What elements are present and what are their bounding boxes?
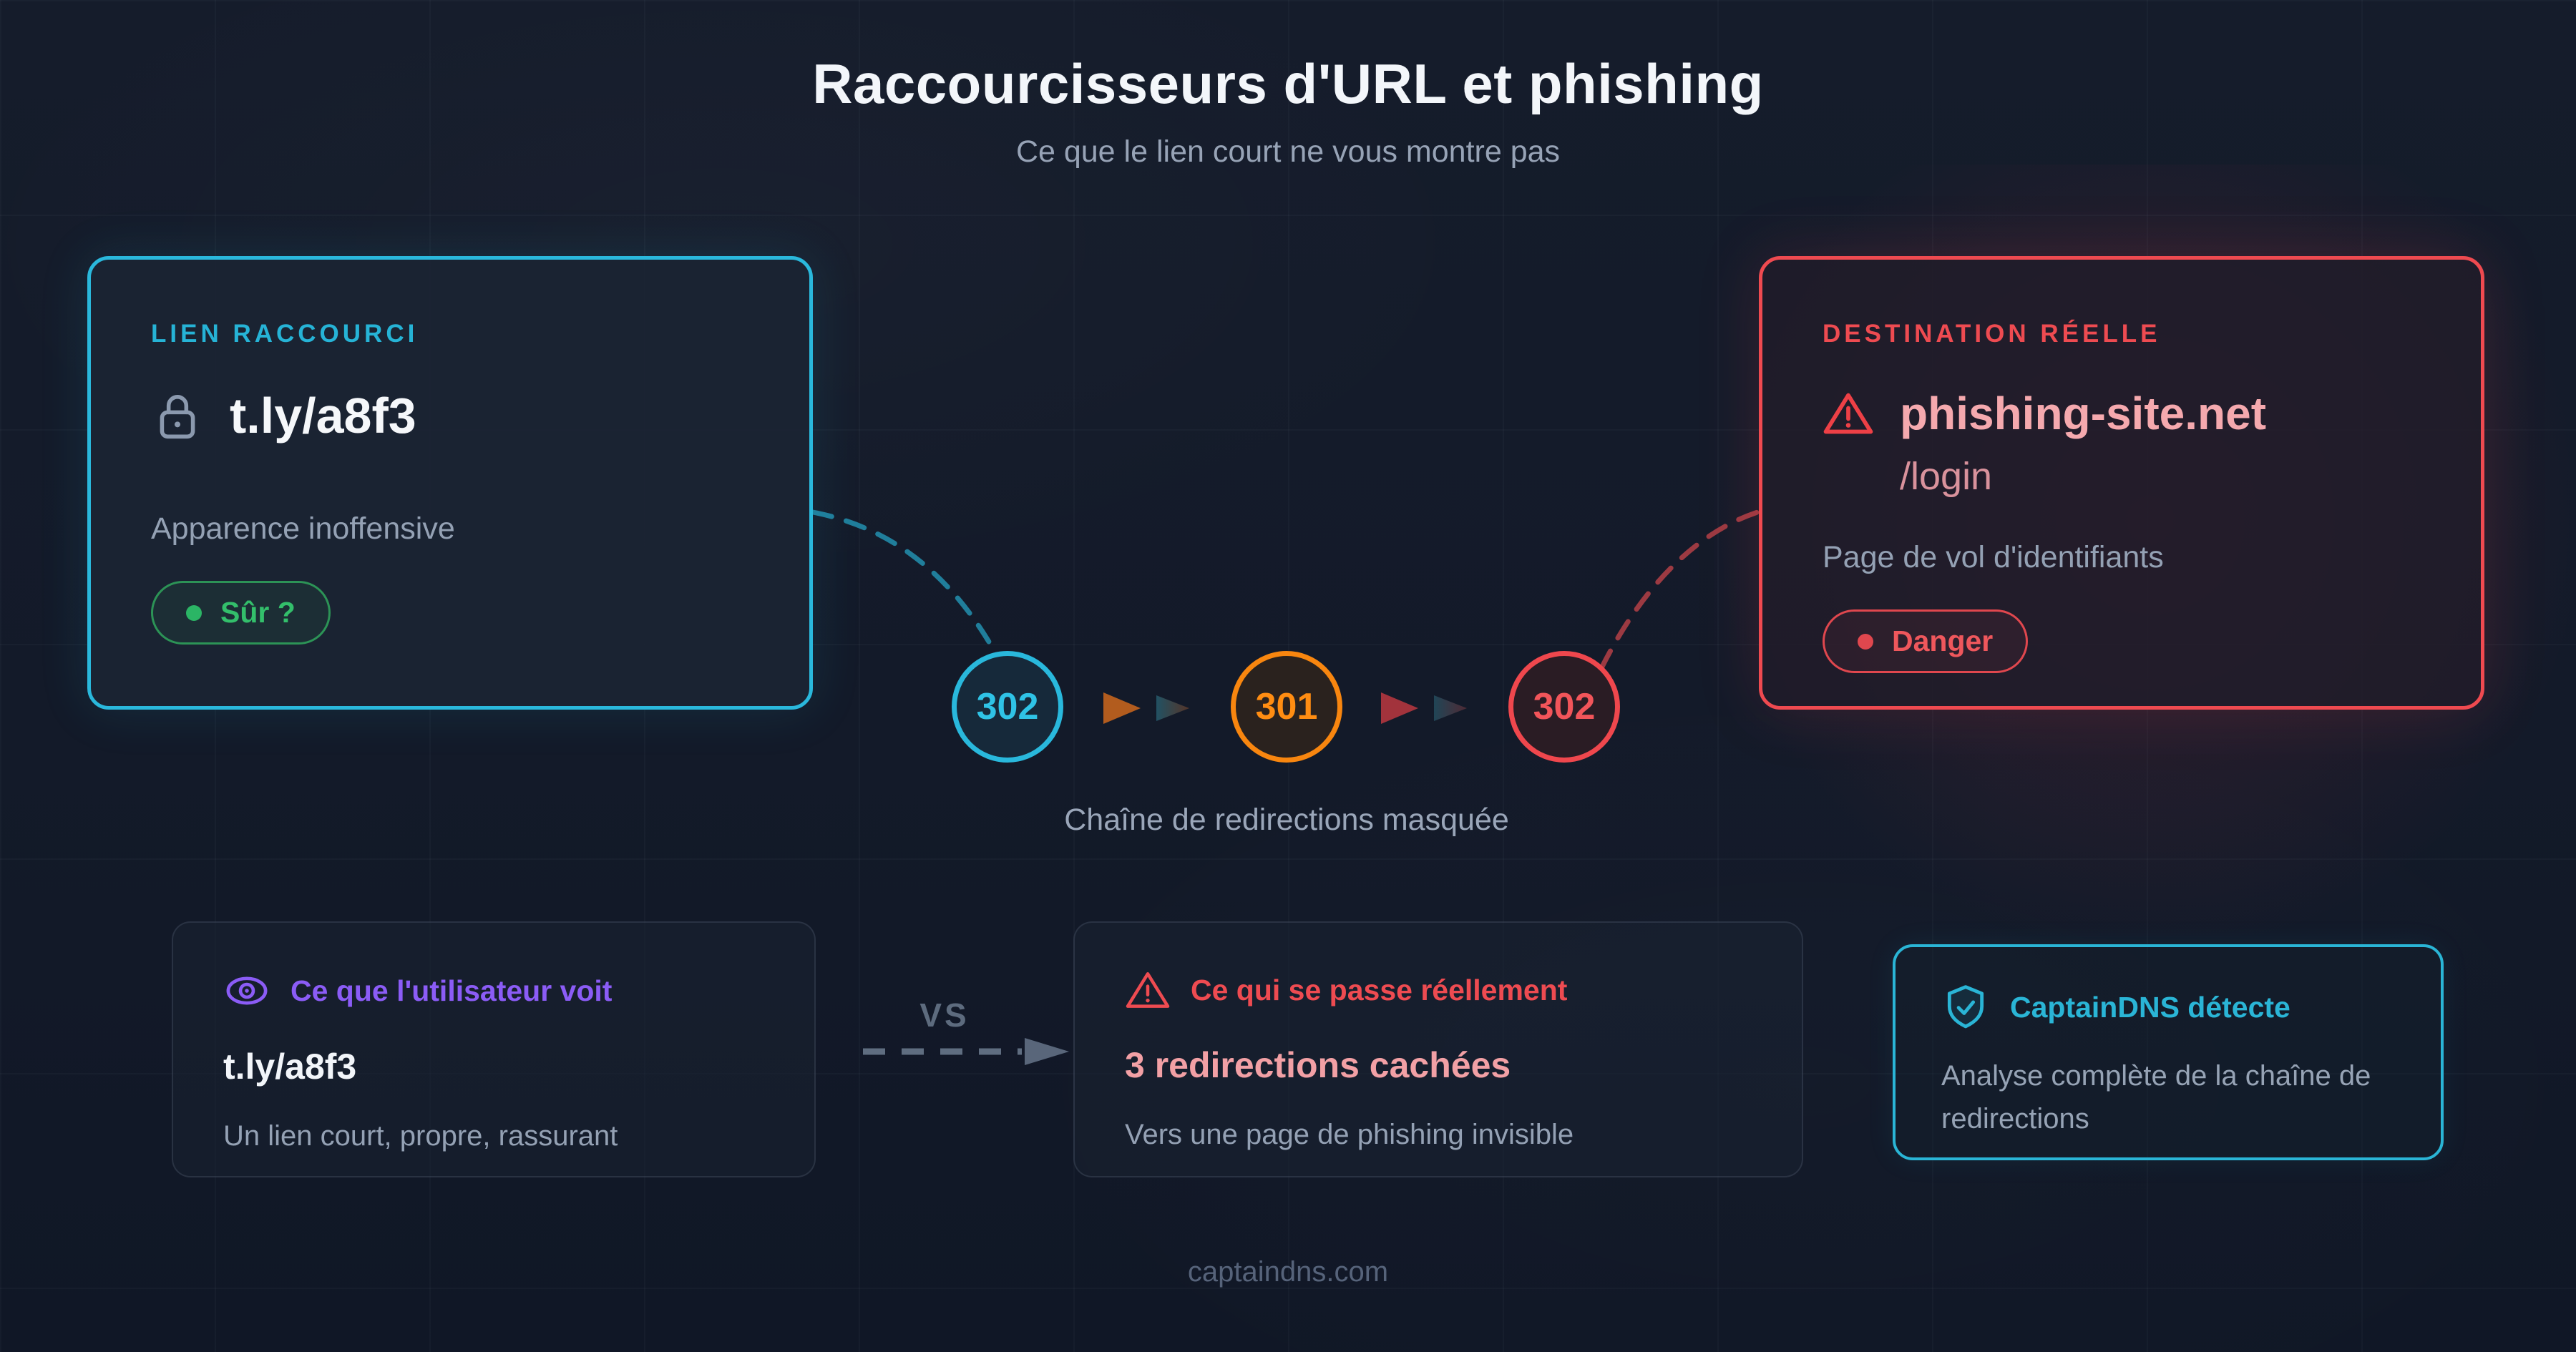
reality-title: Ce qui se passe réellement — [1191, 973, 1568, 1006]
chain-caption: Chaîne de redirections masquée — [1064, 803, 1509, 837]
detect-description: Analyse complète de la chaîne de redirec… — [1941, 1060, 2371, 1135]
destination-card-description: Page de vol d'identifiants — [1823, 540, 2164, 574]
user-view-url: t.ly/a8f3 — [223, 1047, 357, 1087]
chain-node-302-last: 302 — [1508, 651, 1620, 763]
chain-node-302-first: 302 — [952, 651, 1063, 763]
danger-badge: Danger — [1823, 609, 2029, 673]
safe-badge-label: Sûr ? — [220, 596, 296, 629]
footer-url: captaindns.com — [1187, 1256, 1389, 1288]
user-view-card: Ce que l'utilisateur voit t.ly/a8f3 Un l… — [172, 921, 816, 1177]
redirect-arrows-icon — [1381, 692, 1467, 724]
danger-status-dot — [1858, 633, 1873, 650]
danger-badge-label: Danger — [1892, 624, 1994, 657]
eye-icon — [226, 976, 268, 1005]
captaindns-detect-card: CaptainDNS détecte Analyse complète de l… — [1893, 944, 2444, 1160]
user-view-description: Un lien court, propre, rassurant — [223, 1120, 618, 1152]
connector-right-dashed — [1599, 509, 1760, 671]
shield-check-icon — [1947, 985, 1984, 1029]
shortened-url: t.ly/a8f3 — [230, 388, 416, 444]
connector-left-dashed — [810, 509, 1000, 660]
reality-stat: 3 redirections cachées — [1125, 1045, 1511, 1085]
chain-node-301: 301 — [1231, 651, 1342, 763]
warning-triangle-icon — [1126, 972, 1170, 1008]
page-title: Raccourcisseurs d'URL et phishing — [812, 52, 1764, 115]
reality-description: Vers une page de phishing invisible — [1125, 1119, 1574, 1150]
vs-arrow-icon — [863, 1038, 1069, 1065]
reality-card: Ce qui se passe réellement 3 redirection… — [1073, 921, 1803, 1177]
lock-icon — [160, 395, 195, 439]
destination-card-label: DESTINATION RÉELLE — [1823, 320, 2161, 348]
detect-title: CaptainDNS détecte — [2010, 990, 2290, 1024]
destination-path: /login — [1900, 455, 1993, 498]
safe-status-dot — [186, 604, 202, 621]
destination-card: DESTINATION RÉELLE phishing-site.net /lo… — [1759, 256, 2484, 710]
shortened-link-card: LIEN RACCOURCI t.ly/a8f3 Apparence inoff… — [87, 256, 813, 710]
vs-label: VS — [919, 996, 970, 1034]
warning-triangle-icon — [1823, 393, 1873, 434]
user-view-title: Ce que l'utilisateur voit — [291, 974, 613, 1007]
redirect-arrows-icon — [1103, 692, 1189, 724]
page-subtitle: Ce que le lien court ne vous montre pas — [1015, 134, 1561, 169]
shortened-card-description: Apparence inoffensive — [151, 511, 455, 546]
safe-badge: Sûr ? — [151, 581, 331, 645]
destination-domain: phishing-site.net — [1900, 388, 2266, 439]
shortened-card-label: LIEN RACCOURCI — [151, 320, 419, 348]
